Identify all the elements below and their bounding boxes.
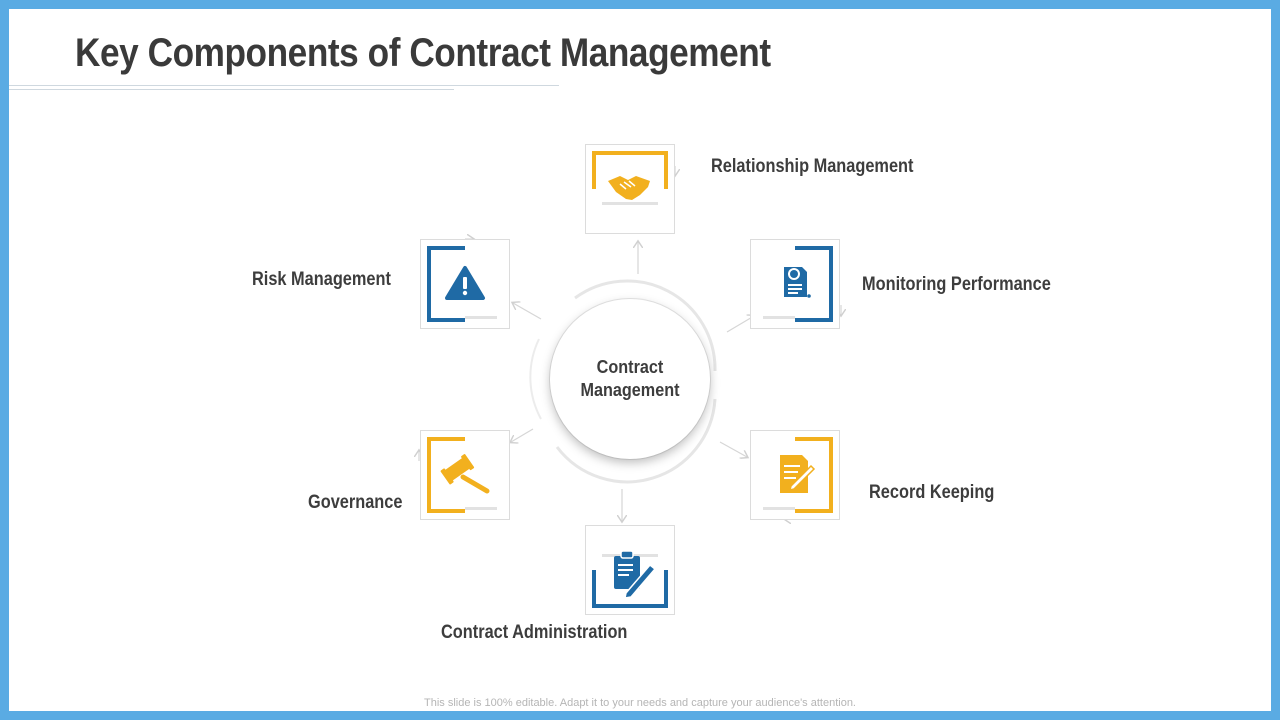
footer-note: This slide is 100% editable. Adapt it to… — [424, 697, 856, 709]
diagram-connectors — [9, 166, 1271, 711]
document-edit-icon — [763, 437, 833, 513]
record-keeping-box — [750, 430, 840, 520]
label-record-keeping: Record Keeping — [869, 482, 995, 503]
center-label: Contract Management — [580, 357, 680, 400]
center-ring-arc — [574, 279, 717, 372]
gavel-icon — [427, 437, 497, 513]
center-ring-arc — [555, 398, 717, 484]
relationship-management-box — [585, 144, 675, 234]
label-monitoring-performance: Monitoring Performance — [862, 274, 1051, 295]
label-contract-administration: Contract Administration — [441, 622, 628, 643]
connector-monitoring — [726, 316, 754, 333]
risk-management-box — [420, 239, 510, 329]
handshake-icon — [592, 151, 668, 205]
slide: Key Components of Contract Management — [9, 9, 1271, 711]
label-governance: Governance — [308, 492, 403, 513]
connector-record — [719, 441, 747, 457]
title-underline — [9, 85, 559, 86]
center-ring-arc — [529, 338, 542, 420]
monitoring-performance-box — [750, 239, 840, 329]
document-search-icon — [763, 246, 833, 322]
title-underline-short — [9, 89, 454, 90]
center-circle: Contract Management — [550, 299, 710, 459]
label-risk-management: Risk Management — [252, 269, 391, 290]
connector-governance — [511, 428, 534, 442]
contract-administration-box — [585, 525, 675, 615]
page-title: Key Components of Contract Management — [75, 31, 771, 75]
label-relationship-management: Relationship Management — [711, 156, 914, 177]
connector-risk — [513, 303, 542, 320]
warning-icon — [427, 246, 497, 322]
governance-box — [420, 430, 510, 520]
clipboard-pencil-icon — [592, 550, 668, 608]
